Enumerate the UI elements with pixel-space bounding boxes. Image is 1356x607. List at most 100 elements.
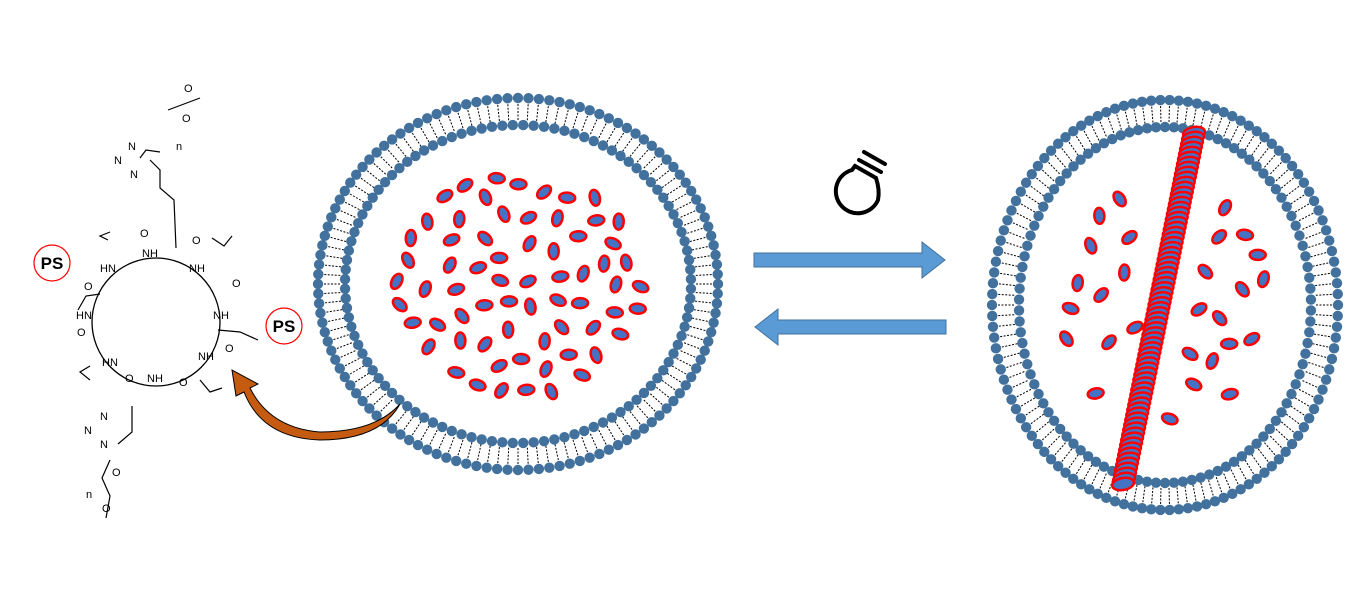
- micelle: [429, 317, 447, 332]
- lipid-head-inner: [623, 400, 634, 412]
- photoswitch-label: PS: [273, 317, 296, 336]
- lipid-head-outer: [1068, 473, 1079, 484]
- lipid-tail: [1000, 272, 1017, 277]
- lipid-head-outer: [612, 117, 624, 129]
- lipid-tail: [366, 170, 380, 182]
- lipid-tail: [1036, 177, 1050, 189]
- micelle: [1220, 387, 1239, 401]
- lipid-head-outer: [1280, 152, 1291, 164]
- lipid-head-outer: [339, 371, 350, 383]
- lipid-tail: [1025, 194, 1040, 205]
- lipid-head-outer: [450, 101, 462, 113]
- lipid-tail: [1215, 117, 1223, 134]
- lipid-head-inner: [418, 145, 430, 156]
- lipid-head-outer: [1243, 120, 1255, 131]
- lipid-head-inner: [1300, 251, 1311, 262]
- lipid-head-inner: [538, 121, 550, 133]
- lipid-head-outer: [554, 460, 565, 472]
- lipid-head-inner: [410, 406, 421, 418]
- lipid-head-outer: [1015, 413, 1027, 424]
- lipid-head-outer: [319, 326, 331, 338]
- lipid-head-inner: [668, 348, 679, 359]
- lipid-head-outer: [1298, 422, 1310, 433]
- lipid-tail: [695, 292, 712, 294]
- lipid-tail: [1054, 442, 1066, 456]
- lipid-head-inner: [1276, 407, 1287, 418]
- lipid-tail: [355, 185, 369, 196]
- lipid-head-outer: [1026, 430, 1038, 442]
- lipid-tail: [1001, 262, 1018, 267]
- lipid-head-inner: [645, 177, 657, 188]
- lipid-head-inner: [373, 373, 384, 384]
- lipid-head-outer: [646, 140, 658, 151]
- lipid-head-inner: [685, 273, 697, 285]
- lipid-tail: [1315, 283, 1332, 287]
- lipid-tail: [1016, 212, 1032, 222]
- vesicle-left: [312, 92, 724, 476]
- lipid-tail: [467, 442, 473, 458]
- lipid-tail: [693, 255, 710, 259]
- lipid-head-inner: [615, 406, 626, 418]
- micelle: [1059, 330, 1074, 348]
- lipid-head-outer: [403, 434, 415, 446]
- lipid-head-outer: [989, 332, 1000, 343]
- micelle: [549, 293, 567, 308]
- lipid-head-outer: [703, 336, 714, 347]
- oxygen-label: O: [125, 373, 134, 385]
- lipid-head-inner: [341, 302, 353, 314]
- lipid-head-outer: [1243, 479, 1255, 490]
- lipid-head-inner: [1124, 127, 1135, 138]
- micelle: [538, 332, 551, 351]
- lipid-head-outer: [1164, 94, 1175, 106]
- lipid-tail: [1264, 154, 1276, 168]
- lipid-head-outer: [1326, 353, 1338, 365]
- lipid-head-inner: [676, 226, 687, 238]
- lipid-tail: [1020, 203, 1036, 213]
- lipid-head-outer: [1328, 343, 1340, 354]
- micelle: [569, 229, 588, 243]
- lipid-head-outer: [661, 154, 672, 165]
- lipid-head-inner: [340, 264, 351, 275]
- micelle: [420, 212, 434, 231]
- micelle: [576, 264, 590, 283]
- oxygen-label: O: [112, 467, 121, 479]
- micelle: [1181, 346, 1199, 362]
- lipid-tail: [563, 442, 569, 458]
- lipid-head-inner: [507, 437, 518, 449]
- micelle: [1086, 387, 1105, 400]
- bond: [77, 293, 101, 311]
- lipid-head-inner: [615, 150, 626, 162]
- lipid-tail: [325, 300, 342, 304]
- micelle: [1190, 302, 1208, 317]
- oxygen-label: O: [179, 377, 188, 389]
- nitrogen-label: N: [128, 141, 136, 153]
- lipid-tail: [333, 227, 349, 234]
- lipid-tail: [1280, 177, 1294, 189]
- lipid-tail: [1208, 480, 1214, 496]
- lipid-head-inner: [606, 145, 618, 156]
- lipid-tail: [536, 447, 539, 464]
- lipid-tail: [1116, 114, 1122, 130]
- micelle: [489, 251, 509, 265]
- lipid-head-outer: [471, 460, 482, 472]
- lipid-head-outer: [686, 371, 697, 383]
- lipid-head-inner: [1048, 183, 1060, 195]
- micelle: [1121, 229, 1138, 246]
- lipid-head-inner: [1098, 138, 1110, 149]
- lipid-head-outer: [371, 147, 382, 158]
- lipid-head-inner: [1025, 369, 1036, 380]
- micelle: [1126, 320, 1144, 335]
- lipid-head-outer: [1303, 413, 1315, 424]
- lipid-tail: [325, 264, 342, 268]
- lipid-head-inner: [1017, 337, 1028, 349]
- lipid-head-outer: [350, 388, 362, 399]
- micelle: [475, 298, 494, 312]
- lipid-head-outer: [1259, 467, 1270, 478]
- lipid-head-inner: [676, 330, 687, 342]
- lipid-head-outer: [1010, 195, 1022, 207]
- lipid-head-outer: [313, 298, 325, 309]
- lipid-head-inner: [1236, 148, 1248, 159]
- lipid-tail: [661, 379, 676, 391]
- lipid-head-inner: [456, 128, 467, 139]
- lipid-tail: [1315, 314, 1332, 317]
